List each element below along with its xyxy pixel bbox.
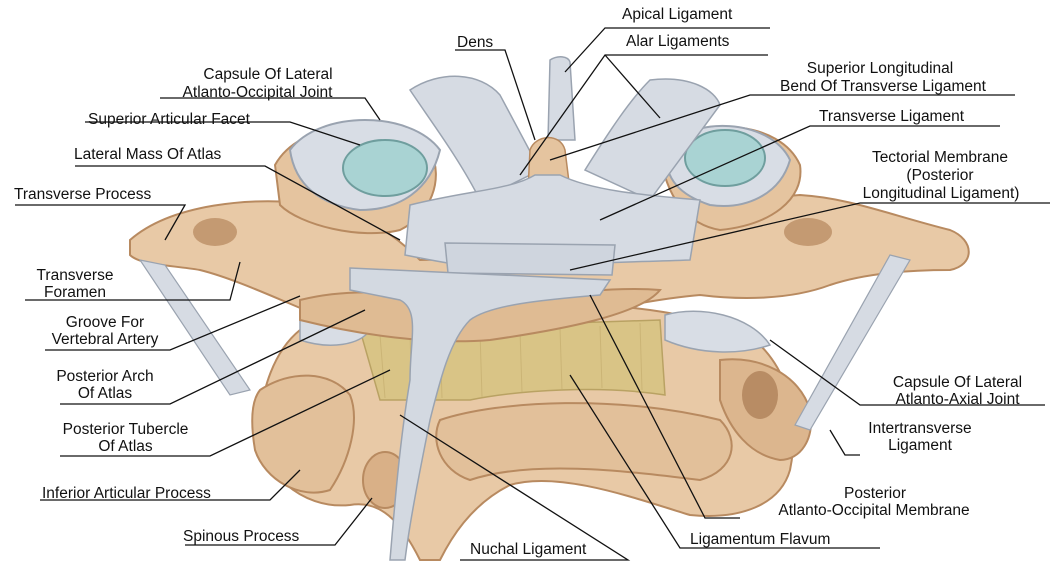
label-capsule-ao-line2: Atlanto-Occipital Joint (150, 84, 365, 102)
apical-ligament-shape (548, 57, 575, 140)
label-spinous-process: Spinous Process (183, 528, 299, 546)
label-transverse-ligament: Transverse Ligament (819, 108, 964, 126)
label-capsule-ao-line1: Capsule Of Lateral (168, 66, 368, 84)
label-ligamentum-flavum: Ligamentum Flavum (690, 531, 830, 549)
right-transverse-foramen (784, 218, 832, 246)
label-sup-long-line2: Bend Of Transverse Ligament (752, 78, 1014, 96)
superior-facet-right (685, 130, 765, 186)
label-lateral-mass: Lateral Mass Of Atlas (74, 146, 221, 164)
label-tectorial-line2: (Posterior (845, 167, 1035, 185)
label-capsule-aa-line2: Atlanto-Axial Joint (865, 391, 1050, 409)
superior-facet-left (343, 140, 427, 196)
label-tectorial-line3: Longitudinal Ligament) (832, 185, 1050, 203)
label-intertransverse-line1: Intertransverse (840, 420, 1000, 438)
label-transverse-foramen-line1: Transverse (20, 267, 130, 285)
label-tectorial-line1: Tectorial Membrane (845, 149, 1035, 167)
label-inferior-articular-process: Inferior Articular Process (42, 485, 211, 503)
label-post-arch-line2: Of Atlas (40, 385, 170, 403)
label-intertransverse-line2: Ligament (840, 437, 1000, 455)
label-transverse-process: Transverse Process (14, 186, 151, 204)
label-post-arch-line1: Posterior Arch (40, 368, 170, 386)
label-superior-articular-facet: Superior Articular Facet (88, 111, 250, 129)
label-capsule-aa-line1: Capsule Of Lateral (865, 374, 1050, 392)
axis-spinous (436, 403, 731, 480)
label-groove-line1: Groove For (30, 314, 180, 332)
label-groove-line2: Vertebral Artery (30, 331, 180, 349)
left-transverse-foramen (193, 218, 237, 246)
tectorial-membrane-shape (445, 243, 615, 275)
label-post-tubercle-line2: Of Atlas (38, 438, 213, 456)
label-post-ao-membrane-line1: Posterior (760, 485, 990, 503)
axis-right-foramen (742, 371, 778, 419)
label-apical-ligament: Apical Ligament (622, 6, 732, 24)
label-sup-long-line1: Superior Longitudinal (760, 60, 1000, 78)
capsule-aa-right (665, 311, 770, 352)
label-alar-ligaments: Alar Ligaments (626, 33, 729, 51)
label-dens: Dens (457, 34, 493, 52)
axis-left-process (252, 376, 354, 493)
label-nuchal-ligament: Nuchal Ligament (470, 541, 586, 559)
label-post-ao-membrane-line2: Atlanto-Occipital Membrane (745, 502, 1003, 520)
label-transverse-foramen-line2: Foramen (20, 284, 130, 302)
label-post-tubercle-line1: Posterior Tubercle (38, 421, 213, 439)
